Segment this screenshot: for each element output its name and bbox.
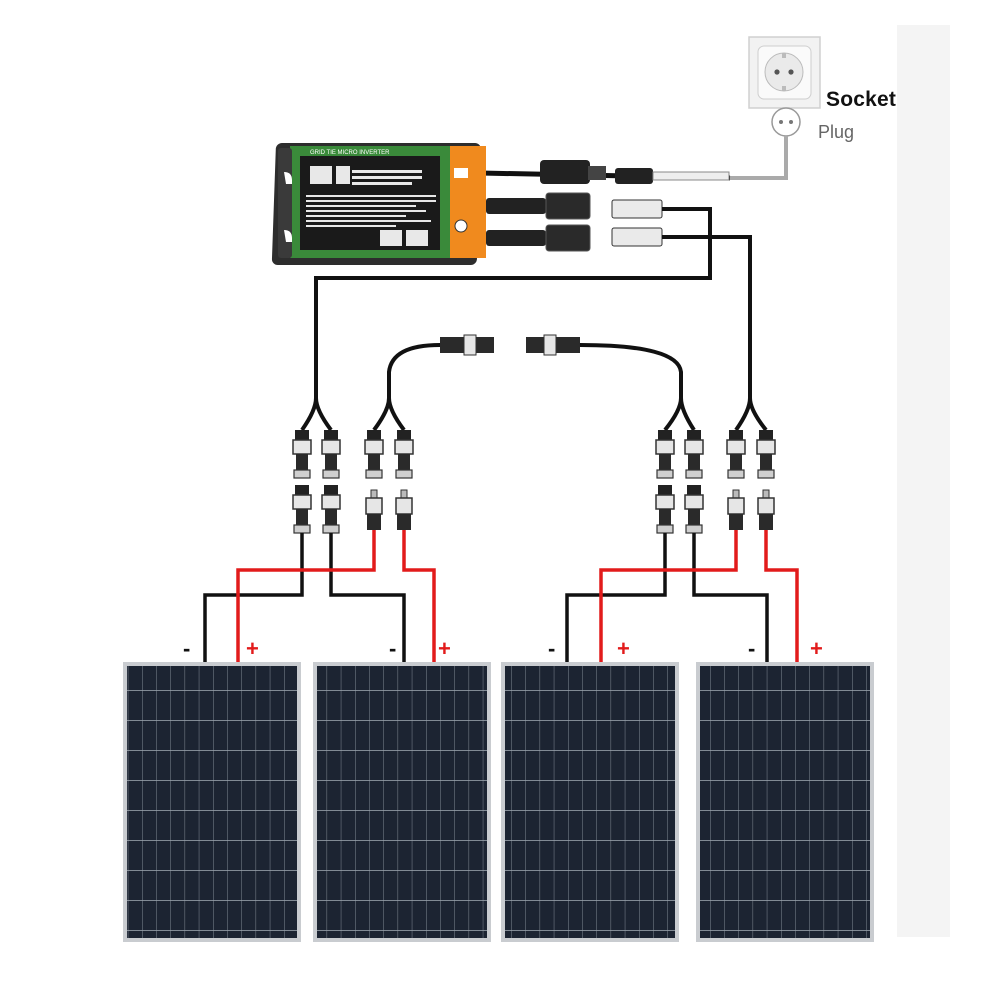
plug-label: Plug	[818, 122, 855, 142]
inverter-title: GRID TIE MICRO INVERTER	[310, 150, 390, 156]
y-splitters	[300, 397, 768, 432]
plug	[728, 107, 801, 180]
inverter-dc-connectors	[486, 192, 663, 252]
wall-socket	[748, 36, 821, 109]
positive-terminal-label: +	[246, 636, 259, 661]
micro-inverter: GRID TIE MICRO INVERTER	[271, 143, 486, 265]
positive-terminal-label: +	[438, 636, 451, 661]
panel-wiring	[203, 530, 799, 662]
solar-panel-1	[123, 662, 301, 942]
socket-label: Socket	[826, 88, 897, 111]
background-strip	[897, 25, 950, 937]
solar-panel-3	[501, 662, 679, 942]
positive-terminal-label: +	[810, 636, 823, 661]
negative-terminal-label: -	[183, 636, 191, 661]
loose-connector-left	[440, 334, 494, 356]
mc4-connectors	[292, 429, 776, 534]
negative-terminal-label: -	[748, 636, 756, 661]
negative-terminal-label: -	[548, 636, 556, 661]
solar-panel-2	[313, 662, 491, 942]
loose-connector-right	[526, 334, 580, 356]
ac-cable	[479, 160, 731, 184]
solar-panel-4	[696, 662, 874, 942]
positive-terminal-label: +	[617, 636, 630, 661]
trunk-cables	[314, 207, 752, 398]
negative-terminal-label: -	[389, 636, 397, 661]
